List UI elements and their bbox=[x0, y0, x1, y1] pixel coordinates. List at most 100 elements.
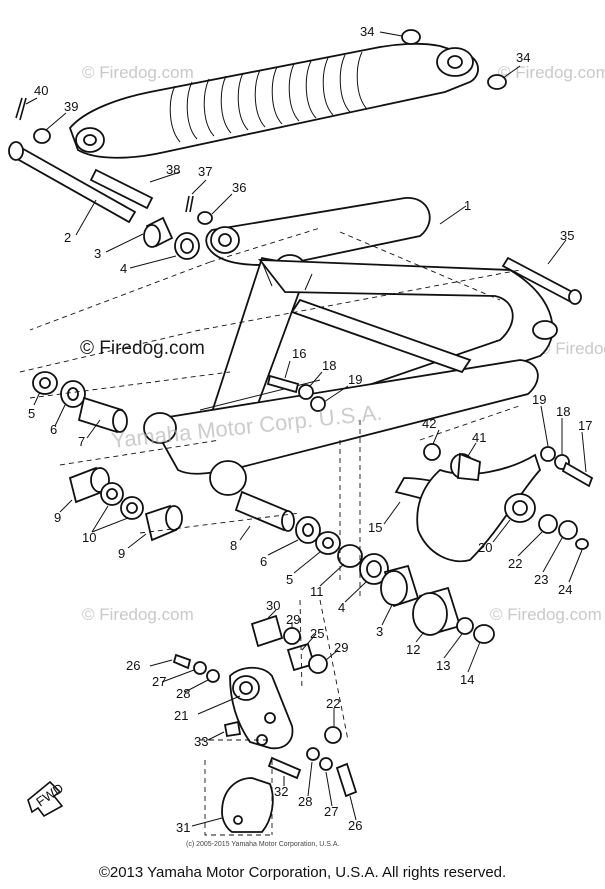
callout-39: 39 bbox=[64, 99, 78, 114]
part-10-seal-hole bbox=[126, 502, 138, 514]
part-29-seal bbox=[283, 627, 301, 645]
callout-29: 29 bbox=[286, 612, 300, 627]
callout-23: 23 bbox=[534, 572, 548, 587]
fwd-arrow-icon: FWD bbox=[27, 780, 66, 818]
part-37-pin bbox=[185, 195, 194, 213]
callout-37: 37 bbox=[198, 164, 212, 179]
callout-29: 29 bbox=[334, 640, 348, 655]
part-38-spacer bbox=[89, 168, 154, 210]
callout-34: 34 bbox=[516, 50, 530, 65]
part-24-nut bbox=[575, 538, 589, 550]
callout-10: 10 bbox=[82, 530, 96, 545]
part-13-washer bbox=[456, 617, 474, 635]
callout-13: 13 bbox=[436, 658, 450, 673]
callout-5: 5 bbox=[28, 406, 35, 421]
callout-6: 6 bbox=[50, 422, 57, 437]
part-42-washer bbox=[423, 443, 441, 461]
part-35-bolt bbox=[501, 256, 582, 305]
part-8-collar-end bbox=[281, 510, 295, 532]
callout-1: 1 bbox=[464, 198, 471, 213]
part-14-nut bbox=[473, 624, 495, 644]
callout-19: 19 bbox=[348, 372, 362, 387]
callout-30: 30 bbox=[266, 598, 280, 613]
callout-5: 5 bbox=[286, 572, 293, 587]
part-3-bushing bbox=[143, 216, 174, 248]
callout-4: 4 bbox=[338, 600, 345, 615]
part-34-bush bbox=[487, 74, 507, 90]
part-17-bolt bbox=[561, 461, 594, 488]
part-4-seal-hole bbox=[366, 560, 382, 578]
callout-3: 3 bbox=[94, 246, 101, 261]
callout-18: 18 bbox=[556, 404, 570, 419]
callout-9: 9 bbox=[54, 510, 61, 525]
part-19-washer bbox=[310, 396, 326, 412]
part-41-bushing bbox=[450, 452, 481, 481]
part-26-bolt bbox=[172, 653, 192, 670]
watermark-site: © Firedog.com bbox=[538, 339, 605, 358]
callout-20: 20 bbox=[478, 540, 492, 555]
part-39-washer bbox=[33, 128, 51, 144]
callout-42: 42 bbox=[422, 416, 436, 431]
part-27-washer bbox=[193, 661, 207, 675]
fine-print: (c) 2005-2015 Yamaha Motor Corporation, … bbox=[186, 841, 339, 848]
part-8-collar bbox=[234, 490, 292, 532]
part-36-washer bbox=[197, 211, 213, 225]
callout-38: 38 bbox=[166, 162, 180, 177]
callout-8: 8 bbox=[230, 538, 237, 553]
callout-15: 15 bbox=[368, 520, 382, 535]
callout-27: 27 bbox=[324, 804, 338, 819]
part-26-bolt bbox=[335, 762, 358, 798]
callout-7: 7 bbox=[78, 434, 85, 449]
callout-3: 3 bbox=[376, 624, 383, 639]
part-28-washer bbox=[206, 669, 220, 683]
watermark-site: © Firedog.com bbox=[82, 63, 194, 82]
assembly-lines bbox=[19, 227, 523, 836]
part-4-seal bbox=[174, 232, 200, 260]
watermark-site: © Firedog.com bbox=[498, 63, 605, 82]
part-40-pin bbox=[15, 97, 27, 121]
shock-absorber bbox=[68, 42, 479, 159]
part-6-bushing-hole bbox=[302, 523, 314, 537]
callout-18: 18 bbox=[322, 358, 336, 373]
callout-26: 26 bbox=[348, 818, 362, 833]
callout-40: 40 bbox=[34, 83, 48, 98]
callout-2: 2 bbox=[64, 230, 71, 245]
callout-22: 22 bbox=[326, 696, 340, 711]
callout-labels: 34 34 40 39 38 37 36 1 2 3 4 3 5 5 6 7 16… bbox=[28, 24, 592, 835]
callout-9: 9 bbox=[118, 546, 125, 561]
part-5-washer-hole bbox=[322, 537, 334, 549]
callout-14: 14 bbox=[460, 672, 474, 687]
callout-33: 33 bbox=[194, 734, 208, 749]
part-5-washer-hole bbox=[39, 377, 51, 389]
callout-22: 22 bbox=[508, 556, 522, 571]
callout-21: 21 bbox=[174, 708, 188, 723]
part-33-nut bbox=[223, 720, 242, 738]
callout-24: 24 bbox=[558, 582, 572, 597]
callout-34: 34 bbox=[360, 24, 374, 39]
part-30-collar bbox=[250, 614, 284, 648]
callout-36: 36 bbox=[232, 180, 246, 195]
part-6-bushing bbox=[60, 380, 86, 408]
part-31-block bbox=[221, 777, 274, 833]
part-28-washer bbox=[306, 747, 320, 761]
callout-16: 16 bbox=[292, 346, 306, 361]
part-10-seal-hole bbox=[106, 488, 118, 500]
callout-27: 27 bbox=[152, 674, 166, 689]
callout-32: 32 bbox=[274, 784, 288, 799]
part-16-bolt bbox=[266, 374, 300, 394]
part-20-arm bbox=[416, 453, 542, 563]
watermark-site-dark: © Firedog.com bbox=[80, 338, 205, 359]
part-19-washer bbox=[540, 446, 556, 462]
part-11-washer bbox=[337, 544, 363, 568]
part-23-washer bbox=[558, 520, 578, 540]
leader-lines bbox=[25, 31, 587, 827]
callout-41: 41 bbox=[472, 430, 486, 445]
callout-19: 19 bbox=[532, 392, 546, 407]
part-3-bushing bbox=[380, 564, 420, 608]
part-34-bush bbox=[401, 29, 421, 45]
watermark-site: © Firedog.com bbox=[490, 605, 602, 624]
part-22-bushing bbox=[538, 514, 558, 534]
callout-4: 4 bbox=[120, 261, 127, 276]
callout-17: 17 bbox=[578, 418, 592, 433]
part-32-bolt bbox=[267, 756, 302, 780]
